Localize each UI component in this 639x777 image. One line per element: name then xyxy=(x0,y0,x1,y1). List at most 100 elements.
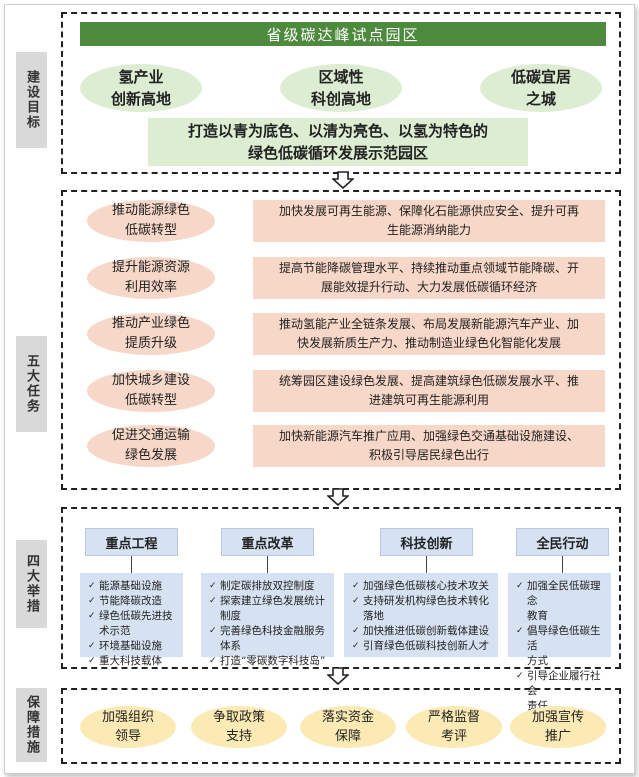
guarantee-line2: 推广 xyxy=(544,729,571,744)
measure-item: 支持研发机构绿色技术转化 xyxy=(352,594,492,609)
guarantee-line1: 落实资金 xyxy=(321,710,374,725)
task-name-line2: 低碳转型 xyxy=(124,223,177,238)
goal-oval-hydrogen: 氢产业创新高地 xyxy=(80,64,202,112)
measure-item: 加强绿色低碳核心技术攻关 xyxy=(352,579,492,594)
connector-line xyxy=(426,556,427,573)
task-oval: 促进交通运输绿色发展 xyxy=(87,425,215,467)
goal-oval-line2: 之城 xyxy=(525,90,556,108)
task-desc-line1: 提高节能降碳管理水平、持续推动重点领域节能降碳、开 xyxy=(278,261,579,275)
task-name-line2: 低碳转型 xyxy=(124,393,177,408)
guarantee-line1: 严格监督 xyxy=(427,710,480,725)
measure-item-cont-text: 术示范 xyxy=(99,625,131,637)
measure-item: 绿色低碳先进技 xyxy=(88,609,177,624)
measure-item: 打造“零碳数字科技岛” xyxy=(209,654,328,669)
task-desc-line2: 生能源消纳能力 xyxy=(386,223,471,237)
task-description: 加快新能源汽车推广应用、加强绿色交通基础设施建设、积极引导居民绿色出行 xyxy=(253,425,605,467)
connector-line xyxy=(131,556,132,573)
side-label-goal-text: 建设目标 xyxy=(24,70,39,130)
measure-item: 节能降碳改造 xyxy=(88,594,177,609)
task-desc-line1: 加快新能源汽车推广应用、加强绿色交通基础设施建设、 xyxy=(278,429,579,443)
goal-oval-livable: 低碳宜居之城 xyxy=(480,64,602,112)
down-arrow-icon xyxy=(332,171,354,189)
measure-item-cont: 教育 xyxy=(516,609,605,624)
task-desc-line2: 进建筑可再生能源利用 xyxy=(368,393,489,407)
side-label-tasks-text: 五大任务 xyxy=(24,354,39,414)
measure-item: 制定碳排放双控制度 xyxy=(209,579,328,594)
measure-header: 重点改革 xyxy=(221,528,314,556)
task-name-line2: 利用效率 xyxy=(124,280,177,295)
measure-item: 探索建立绿色发展统计 xyxy=(209,594,328,609)
task-name-line1: 提升能源资源 xyxy=(111,260,190,275)
goal-oval-line2: 科创高地 xyxy=(310,90,371,108)
measure-item: 加快推进低碳创新载体建设 xyxy=(352,624,492,639)
goal-oval-innovation: 区域性科创高地 xyxy=(280,64,402,112)
guarantee-line1: 加强宣传 xyxy=(531,710,584,725)
task-oval: 推动能源绿色低碳转型 xyxy=(87,200,215,242)
guarantee-oval: 加强组织领导 xyxy=(80,706,176,748)
task-description: 加快发展可再生能源、保障化石能源供应安全、提升可再生能源消纳能力 xyxy=(253,200,605,242)
goal-slogan: 打造以青为底色、以清为亮色、以氢为特色的绿色低碳循环发展示范园区 xyxy=(148,118,528,166)
guarantee-line1: 加强组织 xyxy=(101,710,154,725)
task-desc-line1: 加快发展可再生能源、保障化石能源供应安全、提升可再 xyxy=(278,204,579,218)
task-name-line1: 推动能源绿色 xyxy=(111,203,190,218)
measure-card: 能源基础设施 节能降碳改造 绿色低碳先进技 术示范 环境基础设施 重大科技载体 xyxy=(80,573,183,669)
task-name-line1: 促进交通运输 xyxy=(111,428,190,443)
measure-item-cont: 体系 xyxy=(209,639,328,654)
task-oval: 提升能源资源利用效率 xyxy=(87,257,215,299)
measure-item: 引育绿色低碳科技创新人才 xyxy=(352,639,492,654)
down-arrow-icon xyxy=(327,667,349,685)
task-description: 提高节能降碳管理水平、持续推动重点领域节能降碳、开展能效提升行动、大力发展低碳循… xyxy=(253,257,605,299)
guarantee-oval: 落实资金保障 xyxy=(300,706,396,748)
task-name-line2: 提质升级 xyxy=(124,336,177,351)
guarantee-section xyxy=(61,688,621,764)
measure-item-cont: 术示范 xyxy=(88,624,177,639)
task-name-line1: 推动产业绿色 xyxy=(111,316,190,331)
measure-item-cont-text: 落地 xyxy=(363,610,384,622)
measure-item-cont-text: 体系 xyxy=(220,640,241,652)
measure-card: 加强全民低碳理念 教育 倡导绿色低碳生活 方式 引导企业履行社会 责任 xyxy=(508,573,611,712)
goal-oval-line1: 氢产业 xyxy=(118,68,164,86)
goal-oval-line1: 区域性 xyxy=(318,68,364,86)
guarantee-line2: 领导 xyxy=(114,729,141,744)
measure-item-cont-text: 方式 xyxy=(527,655,548,667)
guarantee-line2: 考评 xyxy=(440,729,467,744)
measure-item: 完善绿色科技金融服务 xyxy=(209,624,328,639)
measure-card: 加强绿色低碳核心技术攻关 支持研发机构绿色技术转化 落地 加快推进低碳创新载体建… xyxy=(344,573,498,657)
goal-oval-line1: 低碳宜居 xyxy=(510,68,571,86)
measure-item: 加强全民低碳理念 xyxy=(516,579,605,609)
task-description: 推动氢能产业全链条发展、布局发展新能源汽车产业、加快发展新质生产力、推动制造业绿… xyxy=(253,313,605,355)
guarantee-line2: 保障 xyxy=(334,729,361,744)
connector-line xyxy=(267,556,268,573)
goal-slogan-line1: 打造以青为底色、以清为亮色、以氢为特色的 xyxy=(187,122,488,140)
side-label-tasks: 五大任务 xyxy=(16,336,47,432)
task-oval: 推动产业绿色提质升级 xyxy=(87,313,215,355)
measure-item: 倡导绿色低碳生活 xyxy=(516,624,605,654)
task-desc-line2: 快发展新质生产力、推动制造业绿色化智能化发展 xyxy=(296,336,561,350)
measure-item-cont-text: 教育 xyxy=(527,610,548,622)
guarantee-line2: 支持 xyxy=(225,729,252,744)
measure-item: 能源基础设施 xyxy=(88,579,177,594)
side-label-guarantee: 保障措施 xyxy=(16,688,47,762)
measure-item-cont: 制度 xyxy=(209,609,328,624)
measure-item-cont: 落地 xyxy=(352,609,492,624)
side-label-goal: 建设目标 xyxy=(16,52,47,148)
down-arrow-icon xyxy=(327,488,349,506)
task-oval: 加快城乡建设低碳转型 xyxy=(87,370,215,412)
task-desc-line1: 统筹园区建设绿色发展、提高建筑绿色低碳发展水平、推 xyxy=(278,374,579,388)
goal-oval-line2: 创新高地 xyxy=(110,90,171,108)
guarantee-oval: 加强宣传推广 xyxy=(510,706,606,748)
task-desc-line1: 推动氢能产业全链条发展、布局发展新能源汽车产业、加 xyxy=(278,317,579,331)
measure-card: 制定碳排放双控制度 探索建立绿色发展统计 制度 完善绿色科技金融服务 体系 打造… xyxy=(201,573,334,669)
guarantee-oval: 严格监督考评 xyxy=(406,706,502,748)
task-desc-line2: 积极引导居民绿色出行 xyxy=(368,448,489,462)
measure-header: 重点工程 xyxy=(85,528,178,556)
measure-item-cont-text: 制度 xyxy=(220,610,241,622)
measure-item-cont: 方式 xyxy=(516,654,605,669)
guarantee-oval: 争取政策支持 xyxy=(191,706,287,748)
task-name-line1: 加快城乡建设 xyxy=(111,373,190,388)
task-description: 统筹园区建设绿色发展、提高建筑绿色低碳发展水平、推进建筑可再生能源利用 xyxy=(253,370,605,412)
measure-header: 科技创新 xyxy=(380,528,473,556)
side-label-measures-text: 四大举措 xyxy=(24,554,39,614)
goal-slogan-line2: 绿色低碳循环发展示范园区 xyxy=(247,144,428,162)
side-label-guarantee-text: 保障措施 xyxy=(24,695,39,755)
